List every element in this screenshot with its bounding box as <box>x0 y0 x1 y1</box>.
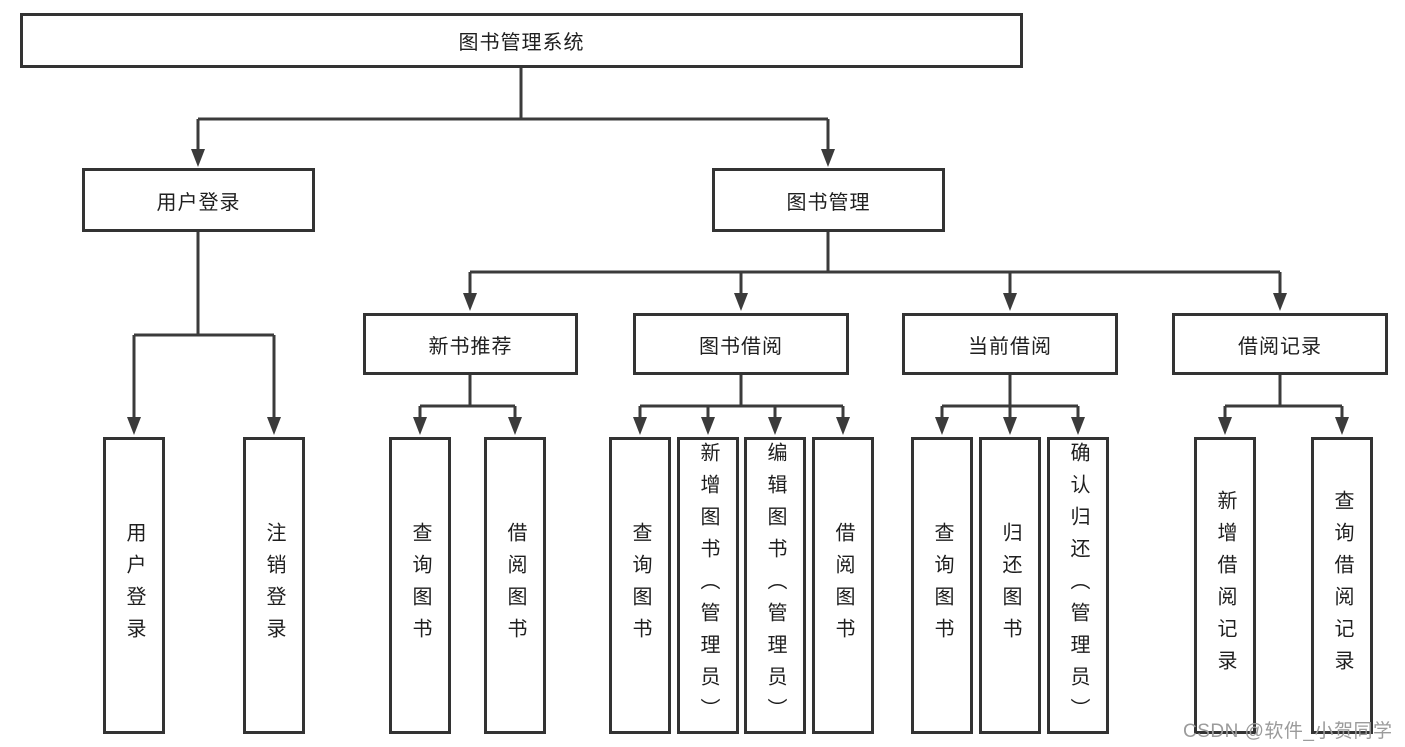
leaf-query-books-2-label: 查询图书 <box>629 521 651 650</box>
leaf-logout: 注销登录 <box>243 437 305 734</box>
node-new-book-recommend-label: 新书推荐 <box>428 335 513 358</box>
leaf-query-borrow-record-label: 查询借阅记录 <box>1331 489 1353 682</box>
node-user-login: 用户登录 <box>82 168 315 232</box>
node-borrowing-records-label: 借阅记录 <box>1238 335 1322 358</box>
leaf-return-books-label: 归还图书 <box>999 521 1021 650</box>
leaf-query-borrow-record: 查询借阅记录 <box>1311 437 1373 734</box>
leaf-edit-books-admin-label: 编辑图书（管理员） <box>764 441 786 730</box>
leaf-query-books-1: 查询图书 <box>389 437 451 734</box>
node-book-management-label: 图书管理 <box>786 191 871 214</box>
leaf-add-borrow-record-label: 新增借阅记录 <box>1214 489 1236 682</box>
leaf-add-borrow-record: 新增借阅记录 <box>1194 437 1256 734</box>
node-book-borrowing: 图书借阅 <box>633 313 849 375</box>
node-current-borrowing: 当前借阅 <box>902 313 1118 375</box>
leaf-borrow-books-1-label: 借阅图书 <box>504 521 526 650</box>
leaf-add-books-admin-label: 新增图书（管理员） <box>697 441 719 730</box>
leaf-user-login: 用户登录 <box>103 437 165 734</box>
leaf-logout-label: 注销登录 <box>263 521 285 650</box>
leaf-confirm-return-admin: 确认归还（管理员） <box>1047 437 1109 734</box>
leaf-confirm-return-admin-label: 确认归还（管理员） <box>1067 441 1089 730</box>
leaf-edit-books-admin: 编辑图书（管理员） <box>744 437 806 734</box>
node-new-book-recommend: 新书推荐 <box>363 313 578 375</box>
leaf-query-books-1-label: 查询图书 <box>409 521 431 650</box>
leaf-borrow-books-2: 借阅图书 <box>812 437 874 734</box>
node-current-borrowing-label: 当前借阅 <box>968 335 1052 358</box>
leaf-borrow-books-2-label: 借阅图书 <box>832 521 854 650</box>
node-user-login-label: 用户登录 <box>156 191 241 214</box>
node-borrowing-records: 借阅记录 <box>1172 313 1388 375</box>
leaf-query-books-3: 查询图书 <box>911 437 973 734</box>
node-book-management: 图书管理 <box>712 168 945 232</box>
arrowheads <box>127 149 1349 435</box>
csdn-watermark: CSDN @软件_小贺同学 <box>1183 721 1393 742</box>
node-root-label: 图书管理系统 <box>458 32 585 54</box>
leaf-query-books-2: 查询图书 <box>609 437 671 734</box>
leaf-return-books: 归还图书 <box>979 437 1041 734</box>
leaf-add-books-admin: 新增图书（管理员） <box>677 437 739 734</box>
leaf-user-login-label: 用户登录 <box>123 521 145 650</box>
leaf-query-books-3-label: 查询图书 <box>931 521 953 650</box>
node-root-library-management-system: 图书管理系统 <box>20 13 1023 68</box>
leaf-borrow-books-1: 借阅图书 <box>484 437 546 734</box>
node-book-borrowing-label: 图书借阅 <box>699 335 783 358</box>
